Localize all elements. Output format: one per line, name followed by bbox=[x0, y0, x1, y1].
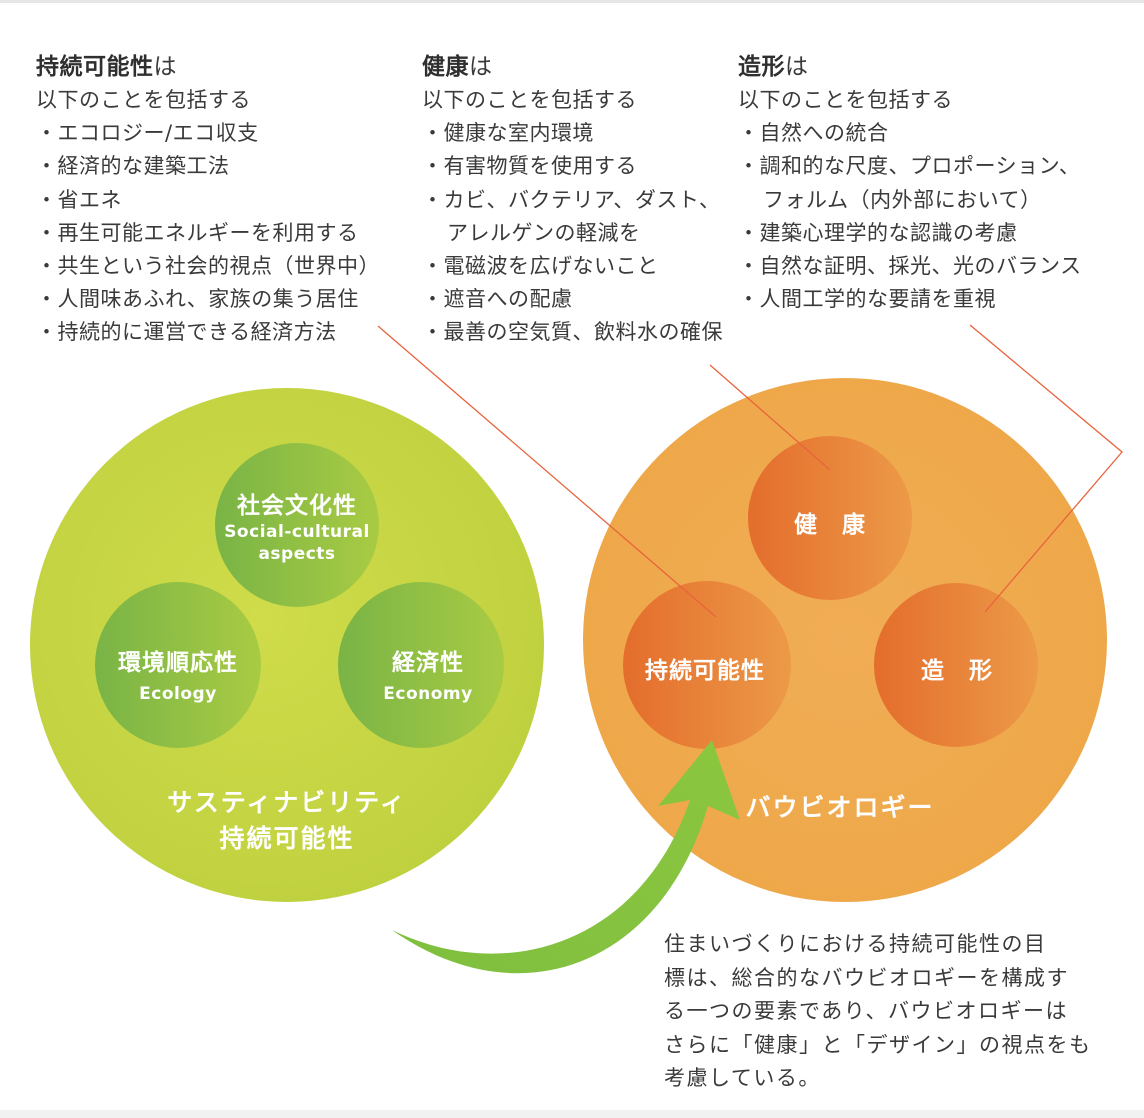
social-cultural-en-label: Social-cultural aspects bbox=[207, 521, 387, 565]
list-item: ・遮音への配慮 bbox=[422, 287, 573, 312]
list-item: ・カビ、バクテリア、ダスト、 bbox=[422, 187, 721, 212]
list-item: ・調和的な尺度、プロポーション、 bbox=[738, 154, 1081, 179]
bottom-divider bbox=[0, 1110, 1144, 1118]
list-item: ・共生という社会的視点（世界中） bbox=[36, 254, 380, 279]
ecology-circle bbox=[95, 582, 261, 748]
caption-line: 住まいづくりにおける持続可能性の目 bbox=[664, 932, 1047, 956]
list-item: ・持続的に運営できる経済方法 bbox=[36, 320, 337, 345]
list-item: ・人間工学的な要請を重視 bbox=[738, 287, 996, 312]
health-circle bbox=[748, 436, 912, 600]
list-item: フォルム（内外部において） bbox=[763, 187, 1042, 212]
list-item: ・自然への統合 bbox=[738, 121, 889, 146]
sustainability-heading: 持続可能性は bbox=[36, 54, 177, 80]
health-label: 健 康 bbox=[794, 512, 866, 538]
economy-label: 経済性 bbox=[392, 650, 464, 676]
list-item: ・電磁波を広げないこと bbox=[422, 254, 659, 279]
list-item: ・有害物質を使用する bbox=[422, 154, 637, 179]
list-item: ・建築心理学的な認識の考慮 bbox=[738, 220, 1018, 245]
ecology-label: 環境順応性 bbox=[118, 650, 238, 676]
inner-sustainability-circle bbox=[623, 581, 791, 749]
health-description: 健康は 以下のことを包括する ・健康な室内環境 ・有害物質を使用する ・カビ、バ… bbox=[422, 50, 723, 350]
caption-line: 標は、総合的なバウビオロギーを構成す bbox=[664, 965, 1069, 990]
economy-circle bbox=[338, 582, 504, 748]
leader-line bbox=[377, 325, 717, 618]
design-heading: 造形は bbox=[738, 54, 809, 80]
design-label: 造 形 bbox=[921, 658, 993, 684]
sustainability-circle bbox=[30, 388, 544, 902]
baubiologie-title: バウビオロギー bbox=[745, 793, 935, 822]
list-item: ・自然な証明、採光、光のバランス bbox=[738, 254, 1082, 279]
sustainability-title: サスティナビリティ 持続可能性 bbox=[137, 785, 437, 857]
sustainability-title-line1: サスティナビリティ bbox=[167, 788, 407, 817]
ecology-en-label: Ecology bbox=[139, 684, 217, 704]
list-item: ・最善の空気質、飲料水の確保 bbox=[422, 320, 723, 345]
caption-line: さらに「健康」と「デザイン」の視点をも bbox=[664, 1032, 1092, 1057]
top-divider bbox=[0, 0, 1144, 3]
social-cultural-circle bbox=[215, 443, 379, 607]
list-item: ・健康な室内環境 bbox=[422, 121, 594, 146]
social-cultural-en-line1: Social-cultural bbox=[224, 522, 370, 542]
sustainability-subtitle: 以下のことを包括する bbox=[36, 88, 251, 112]
health-heading: 健康は bbox=[422, 54, 493, 80]
sustainability-description: 持続可能性は 以下のことを包括する ・エコロジー/エコ収支 ・経済的な建築工法 … bbox=[36, 50, 380, 350]
economy-en-label: Economy bbox=[383, 684, 473, 704]
list-item: アレルゲンの軽減を bbox=[447, 220, 641, 245]
health-subtitle: 以下のことを包括する bbox=[422, 88, 637, 112]
caption-line: 考慮している。 bbox=[664, 1066, 821, 1090]
social-cultural-en-line2: aspects bbox=[258, 544, 336, 564]
list-item: ・経済的な建築工法 bbox=[36, 154, 230, 179]
caption-line: る一つの要素であり、バウビオロギーは bbox=[664, 999, 1068, 1023]
design-description: 造形は 以下のことを包括する ・自然への統合 ・調和的な尺度、プロポーション、 … bbox=[738, 50, 1082, 316]
caption: 住まいづくりにおける持続可能性の目 標は、総合的なバウビオロギーを構成す る一つ… bbox=[664, 928, 1104, 1096]
inner-sustainability-label: 持続可能性 bbox=[645, 658, 765, 684]
social-cultural-label: 社会文化性 bbox=[237, 493, 357, 519]
design-subtitle: 以下のことを包括する bbox=[738, 88, 953, 112]
list-item: ・省エネ bbox=[36, 187, 122, 212]
transition-arrow bbox=[392, 740, 740, 974]
list-item: ・エコロジー/エコ収支 bbox=[36, 121, 259, 146]
leader-line bbox=[709, 364, 831, 471]
sustainability-title-line2: 持続可能性 bbox=[219, 824, 355, 853]
design-circle bbox=[874, 583, 1038, 747]
leader-line bbox=[969, 324, 1123, 613]
list-item: ・再生可能エネルギーを利用する bbox=[36, 220, 359, 245]
list-item: ・人間味あふれ、家族の集う居住 bbox=[36, 287, 359, 312]
